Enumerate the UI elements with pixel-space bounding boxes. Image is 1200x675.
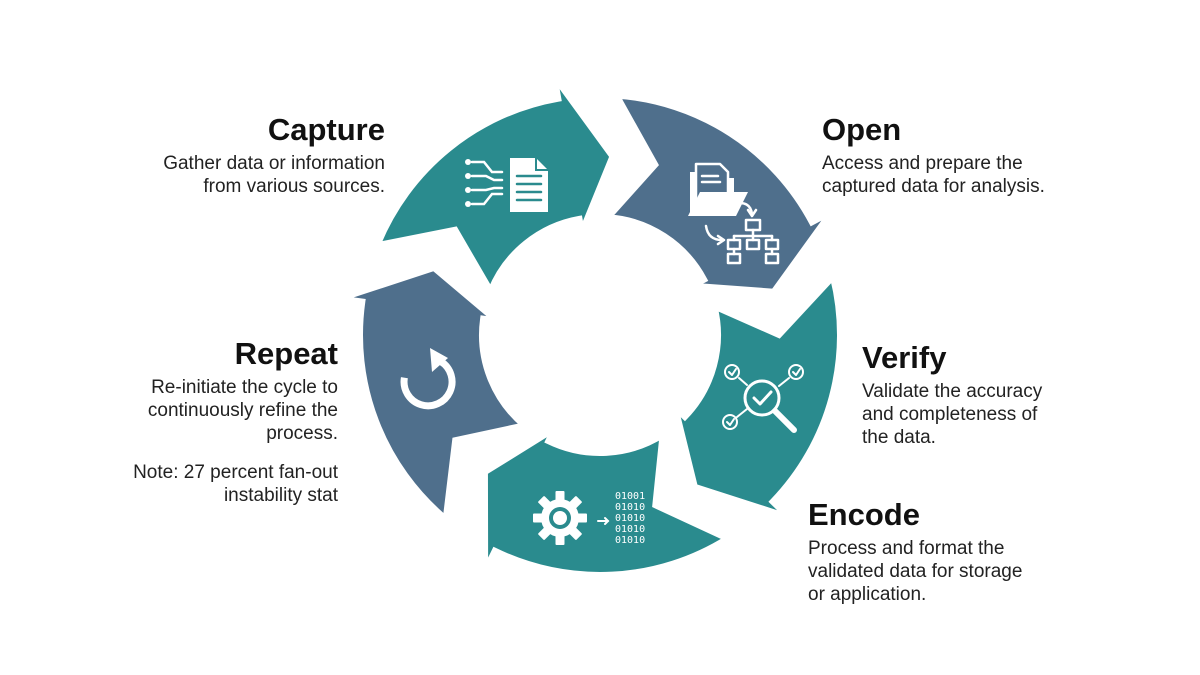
verify-desc-line: the data.	[862, 427, 936, 448]
verify-title: Verify	[862, 340, 947, 375]
binary-line: 01010	[615, 513, 645, 524]
repeat-description: Re-initiate the cycle to continuously re…	[90, 376, 338, 445]
repeat-arrow-segment	[339, 264, 531, 525]
open-title: Open	[822, 112, 902, 147]
open-desc-line: captured data for analysis.	[822, 176, 1045, 197]
capture-desc-line: Gather data or information	[163, 153, 385, 174]
verify-description: Validate the accuracy and completeness o…	[862, 380, 1112, 449]
open-desc-line: Access and prepare the	[822, 153, 1023, 174]
repeat-desc-line: continuously refine the	[147, 400, 338, 421]
document-inputs-icon	[465, 157, 549, 212]
verify-desc-line: and completeness of	[862, 404, 1038, 425]
refresh-icon	[400, 348, 456, 410]
open-label: Open Access and prepare the captured dat…	[822, 112, 1122, 198]
capture-desc-line: from various sources.	[203, 176, 385, 197]
verify-label: Verify Validate the accuracy and complet…	[862, 340, 1112, 449]
repeat-desc-line: process.	[266, 423, 338, 444]
binary-line: 01010	[615, 535, 645, 546]
capture-label: Capture Gather data or information from …	[110, 112, 385, 198]
folder-hierarchy-icon	[688, 162, 780, 265]
binary-line: 01010	[615, 502, 645, 513]
magnifier-check-icon	[722, 364, 804, 433]
repeat-note-line: Note: 27 percent fan-out	[133, 462, 338, 483]
repeat-label: Repeat Re-initiate the cycle to continuo…	[90, 336, 338, 507]
encode-label: Encode Process and format the validated …	[808, 497, 1088, 606]
repeat-title: Repeat	[234, 336, 338, 371]
repeat-desc-line: Re-initiate the cycle to	[151, 377, 338, 398]
encode-description: Process and format the validated data fo…	[808, 537, 1088, 606]
capture-arrow-segment	[372, 75, 616, 298]
gear-binary-icon: 01001 01010 01010 01010 01010	[533, 491, 645, 546]
binary-line: 01010	[615, 524, 645, 535]
repeat-note: Note: 27 percent fan-out instability sta…	[90, 461, 338, 507]
verify-desc-line: Validate the accuracy	[862, 381, 1043, 402]
encode-title: Encode	[808, 497, 920, 532]
capture-description: Gather data or information from various …	[110, 152, 385, 198]
verify-arrow-segment	[669, 270, 843, 520]
repeat-note-line: instability stat	[223, 485, 338, 506]
capture-title: Capture	[267, 112, 385, 147]
encode-desc-line: or application.	[808, 584, 927, 605]
encode-desc-line: validated data for storage	[808, 561, 1023, 582]
open-description: Access and prepare the captured data for…	[822, 152, 1122, 198]
encode-desc-line: Process and format the	[808, 538, 1005, 559]
binary-line: 01001	[615, 491, 645, 502]
